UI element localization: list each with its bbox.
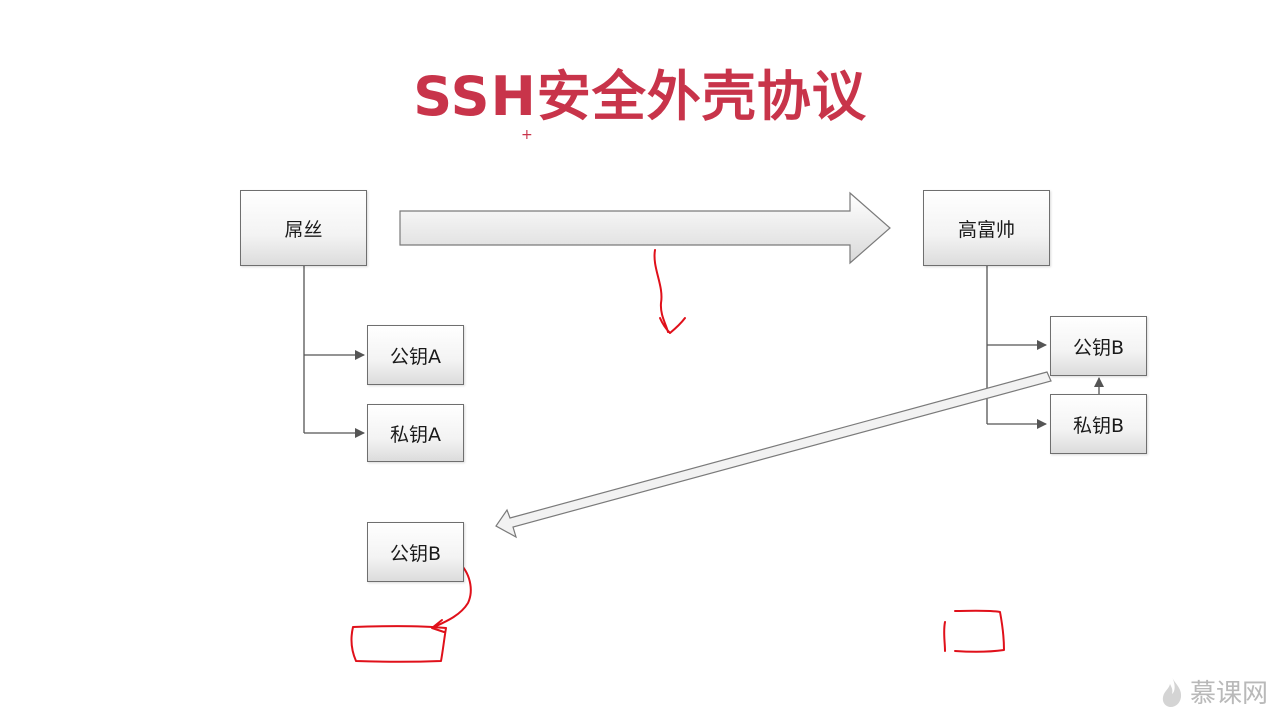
cursor-plus-icon: + bbox=[521, 127, 533, 143]
node-public-key-b: 公钥B bbox=[1050, 316, 1147, 376]
node-private-key-a: 私钥A bbox=[367, 404, 464, 462]
page-title: SSH安全外壳协议 bbox=[413, 65, 867, 128]
transfer-arrow-right bbox=[399, 191, 891, 265]
node-received-public-key-b: 公钥B bbox=[367, 522, 464, 582]
node-private-key-b: 私钥B bbox=[1050, 394, 1147, 454]
handwritten-annotations bbox=[350, 249, 1005, 663]
left-tree-connectors bbox=[303, 266, 365, 438]
node-right-user: 高富帅 bbox=[923, 190, 1050, 266]
transfer-arrow-diagonal bbox=[495, 371, 1052, 539]
watermark-logo: 慕课网 bbox=[1160, 673, 1268, 710]
watermark-text: 慕课网 bbox=[1189, 679, 1268, 709]
node-public-key-a: 公钥A bbox=[367, 325, 464, 385]
flame-icon bbox=[1162, 676, 1182, 707]
node-left-user: 屌丝 bbox=[240, 190, 367, 266]
